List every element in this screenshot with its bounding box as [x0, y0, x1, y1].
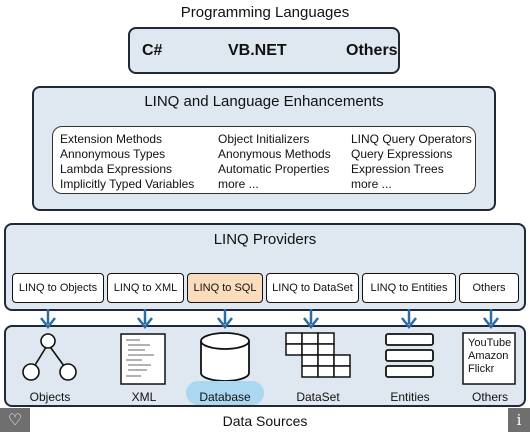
data-source-label-database: Database	[199, 390, 251, 404]
enhancement-item: Automatic Properties	[218, 162, 330, 176]
xml-document-icon	[120, 333, 166, 385]
language-csharp: C#	[142, 42, 163, 59]
arrow-database	[217, 309, 233, 330]
database-icon	[200, 332, 250, 382]
data-source-label-entities: Entities	[390, 390, 430, 404]
others-source-item: YouTube	[468, 337, 512, 349]
info-button[interactable]: i	[508, 408, 530, 432]
enhancements-column-3: LINQ Query Operators Query Expressions E…	[351, 132, 472, 192]
provider-linq-to-sql: LINQ to SQL	[187, 273, 263, 303]
arrow-xml	[137, 309, 153, 330]
enhancement-item: Anonymous Methods	[218, 147, 331, 161]
enhancement-item: Extension Methods	[60, 132, 163, 146]
provider-linq-to-objects: LINQ to Objects	[12, 273, 104, 303]
enhancements-column-1: Extension Methods Annonymous Types Lambd…	[60, 132, 194, 192]
favorite-button[interactable]: ♡	[0, 408, 30, 432]
entities-icon	[385, 333, 434, 378]
provider-linq-to-xml: LINQ to XML	[107, 273, 184, 303]
data-sources-title: Data Sources	[222, 413, 308, 429]
arrow-objects	[40, 309, 56, 330]
enhancement-item: more ...	[218, 177, 259, 191]
providers-title: LINQ Providers	[213, 231, 317, 248]
enhancements-title: LINQ and Language Enhancements	[144, 93, 384, 110]
arrow-dataset	[303, 309, 319, 330]
enhancement-item: LINQ Query Operators	[351, 132, 472, 146]
data-source-label-xml: XML	[131, 390, 157, 404]
data-source-label-others: Others	[471, 390, 508, 404]
enhancement-item: Object Initializers	[218, 132, 310, 146]
enhancement-item: Implicitly Typed Variables	[60, 177, 195, 191]
database-label-highlight	[186, 381, 264, 405]
others-sources-list: YouTube Amazon Flickr	[468, 337, 511, 376]
data-source-label-dataset: DataSet	[296, 390, 340, 404]
programming-languages-title: Programming Languages	[180, 4, 350, 21]
info-icon: i	[516, 411, 522, 429]
provider-linq-to-dataset: LINQ to DataSet	[266, 273, 359, 303]
enhancements-box: LINQ and Language Enhancements Extension…	[32, 86, 496, 211]
enhancement-item: Query Expressions	[351, 147, 453, 161]
arrow-entities	[401, 309, 417, 330]
enhancement-item: Lambda Expressions	[60, 162, 173, 176]
data-sources-box	[4, 325, 526, 407]
programming-languages-box: C# VB.NET Others	[128, 27, 400, 74]
enhancements-list-panel: Extension Methods Annonymous Types Lambd…	[52, 126, 476, 194]
data-source-label-objects: Objects	[29, 390, 71, 404]
enhancement-item: Expression Trees	[351, 162, 444, 176]
others-sources-box	[462, 332, 516, 385]
language-vbnet: VB.NET	[228, 42, 287, 59]
enhancement-item: Annonymous Types	[60, 147, 166, 161]
enhancements-column-2: Object Initializers Anonymous Methods Au…	[218, 132, 331, 192]
others-source-item: Amazon	[468, 350, 509, 362]
provider-linq-to-entities: LINQ to Entities	[362, 273, 456, 303]
objects-icon	[22, 333, 77, 381]
provider-others: Others	[459, 273, 519, 303]
dataset-grid-icon	[285, 332, 351, 378]
others-source-item: Flickr	[468, 363, 495, 375]
arrow-others	[483, 309, 499, 330]
language-others: Others	[346, 42, 398, 59]
heart-icon: ♡	[7, 412, 23, 429]
enhancement-item: more ...	[351, 177, 392, 191]
